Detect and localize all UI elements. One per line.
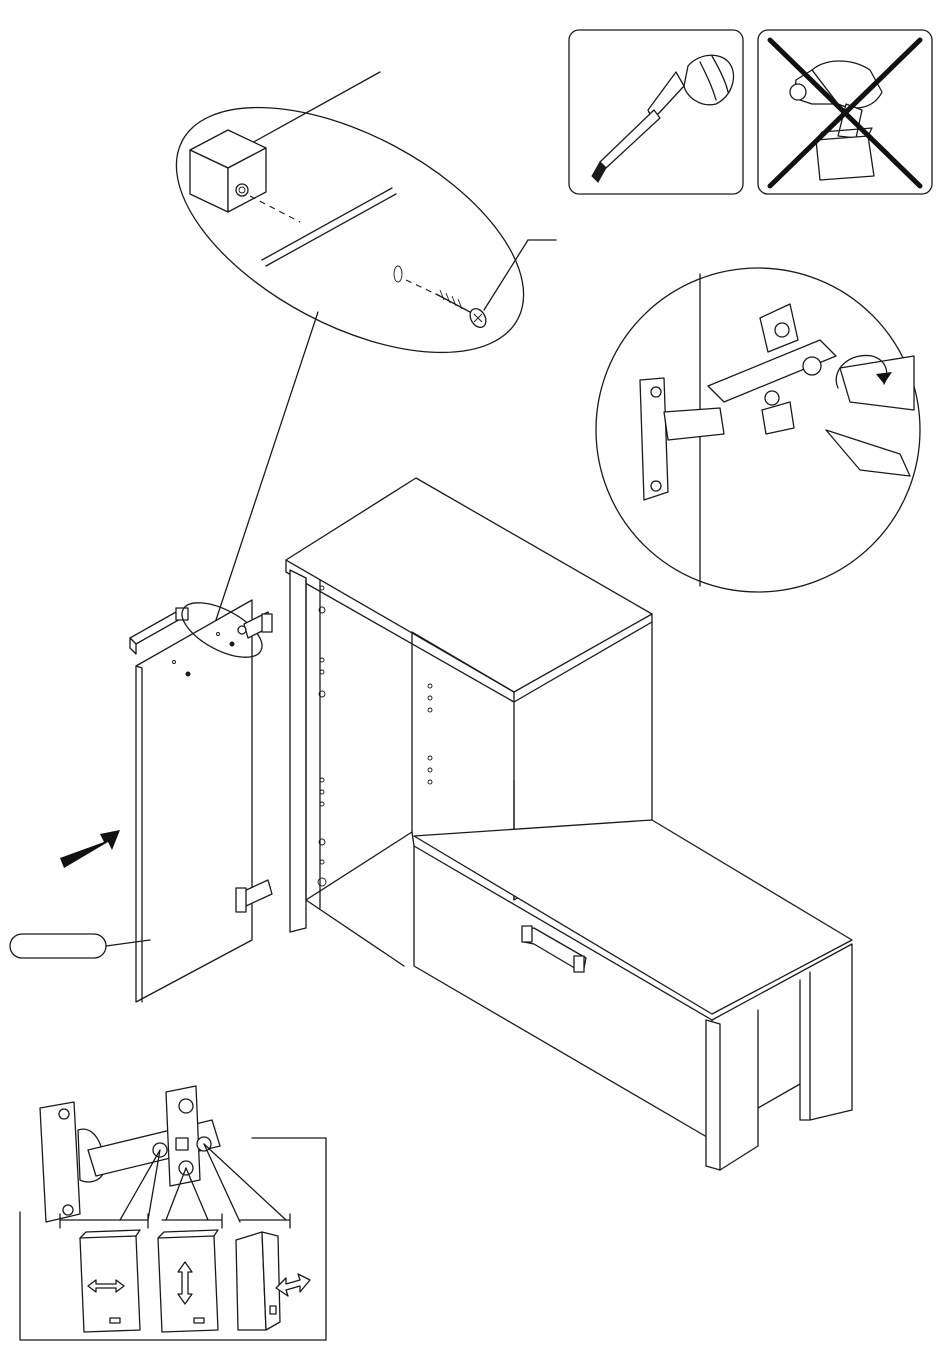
screw-icon bbox=[436, 290, 489, 330]
bench-leg-front bbox=[706, 1020, 720, 1170]
connector-detail-ellipse bbox=[138, 57, 563, 403]
door-panel bbox=[130, 592, 272, 1002]
connector-block-icon bbox=[190, 130, 266, 212]
cabinet bbox=[286, 478, 852, 1170]
screwdriver-icon bbox=[592, 55, 734, 182]
screwdriver-tip-icon bbox=[826, 356, 914, 476]
cabinet-top bbox=[286, 478, 652, 692]
part-label bbox=[10, 934, 150, 958]
hinge-adjust-icon bbox=[640, 304, 836, 500]
hinge-detail bbox=[596, 268, 920, 592]
cabinet-side-left bbox=[290, 570, 306, 932]
adjust-horizontal-icon bbox=[80, 1230, 140, 1332]
screw-hole bbox=[394, 266, 402, 282]
drill-panel bbox=[758, 30, 932, 194]
screw-dash bbox=[406, 280, 440, 296]
cabinet-divider bbox=[412, 632, 414, 846]
door-face bbox=[136, 600, 252, 1002]
panel-edge-line bbox=[262, 188, 392, 260]
screwdriver-panel bbox=[569, 30, 743, 194]
adjust-depth-icon bbox=[236, 1232, 310, 1330]
connector-dash bbox=[250, 196, 300, 222]
adjust-vertical-icon bbox=[158, 1230, 218, 1332]
part-label-frame bbox=[10, 934, 106, 958]
hinge-adjustment-panel bbox=[20, 1086, 326, 1340]
push-arrow-icon bbox=[60, 830, 120, 868]
